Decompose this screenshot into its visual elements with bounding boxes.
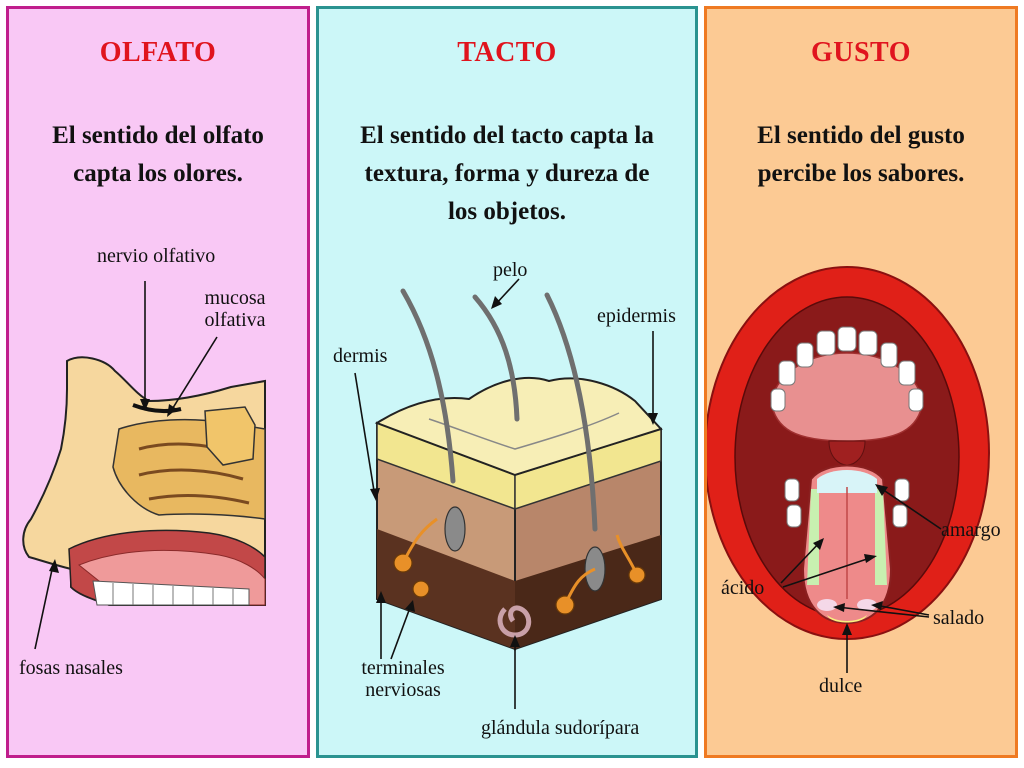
- label-pelo: pelo: [493, 259, 528, 281]
- label-salado: salado: [933, 607, 985, 629]
- label-fosas-nasales: fosas nasales: [19, 657, 123, 679]
- label-amargo: amargo: [941, 519, 1001, 541]
- label-mucosa-olfativa: mucosa olfativa: [204, 287, 266, 331]
- open-mouth-tongue-icon: [707, 266, 990, 673]
- panel-description-tacto: El sentido del tacto capta la textura, f…: [360, 122, 654, 225]
- label-dulce: dulce: [819, 675, 863, 697]
- panel-olfato: OLFATO El sentido del olfato capta los o…: [6, 6, 310, 758]
- label-nervio-olfativo: nervio olfativo: [97, 245, 216, 267]
- panel-title-gusto: GUSTO: [810, 37, 912, 68]
- panel-tacto: TACTO El sentido del tacto capta la text…: [316, 6, 698, 758]
- nose-cross-section-icon: [22, 281, 266, 650]
- label-terminales-nerviosas: terminales nerviosas: [361, 657, 445, 701]
- panel-description-gusto: El sentido del gusto percibe los sabores…: [757, 122, 965, 187]
- panel-gusto: GUSTO El sentido del gusto percibe los s…: [704, 6, 1018, 758]
- skin-layers-icon: [354, 278, 663, 709]
- panel-description-olfato: El sentido del olfato capta los olores.: [52, 122, 264, 187]
- panel-title-tacto: TACTO: [457, 37, 557, 68]
- label-glandula-sudoripara: glándula sudorípara: [481, 717, 640, 739]
- label-epidermis: epidermis: [597, 305, 676, 327]
- panel-title-olfato: OLFATO: [99, 37, 217, 68]
- label-acido: ácido: [721, 577, 765, 599]
- label-dermis: dermis: [333, 345, 388, 367]
